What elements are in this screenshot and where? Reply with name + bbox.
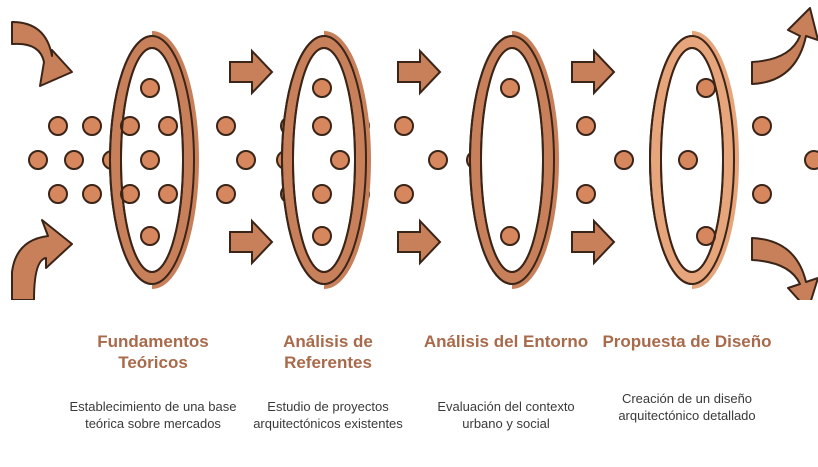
arrow-icon [229,50,273,94]
particle-dot [48,116,68,136]
stage-4-description: Creación de un diseño arquitectónico det… [618,391,756,423]
particle-dot [236,150,256,170]
stage-3-title: Análisis del Entorno [423,332,589,351]
particle-dot [394,116,414,136]
stage-4-title: Propuesta de Diseño [602,332,772,351]
entry-arrow-bottom [11,219,73,300]
particle-dot [394,184,414,204]
arrow-icon [571,50,615,94]
particle-dot [804,150,818,170]
particle-dot [216,116,236,136]
stage-2-title: Análisis de Referentes [283,332,373,372]
entry-arrow-top [11,21,73,87]
particle-dot [64,150,84,170]
arrow-icon [229,220,273,264]
particle-dot [752,184,772,204]
particle-dot [614,150,634,170]
particle-dot [82,184,102,204]
particle-dot [216,184,236,204]
arrow-icon [571,220,615,264]
particle-dot [752,116,772,136]
arrow-icon [397,50,441,94]
stage-3-description: Evaluación del contexto urbano y social [437,399,575,431]
arrow-icon [397,220,441,264]
exit-arrow-bottom [751,237,818,300]
exit-arrow-top [751,7,818,85]
particle-dot [82,116,102,136]
particle-dot [576,116,596,136]
particle-dot [48,184,68,204]
particle-dot [28,150,48,170]
particle-dot [428,150,448,170]
stage-1-title: Fundamentos Teóricos [97,332,209,372]
stage-1-description: Establecimiento de una base teórica sobr… [69,399,237,431]
particle-dot [576,184,596,204]
process-funnel-diagram [11,7,818,300]
stage-2-description: Estudio de proyectos arquitectónicos exi… [253,399,403,431]
